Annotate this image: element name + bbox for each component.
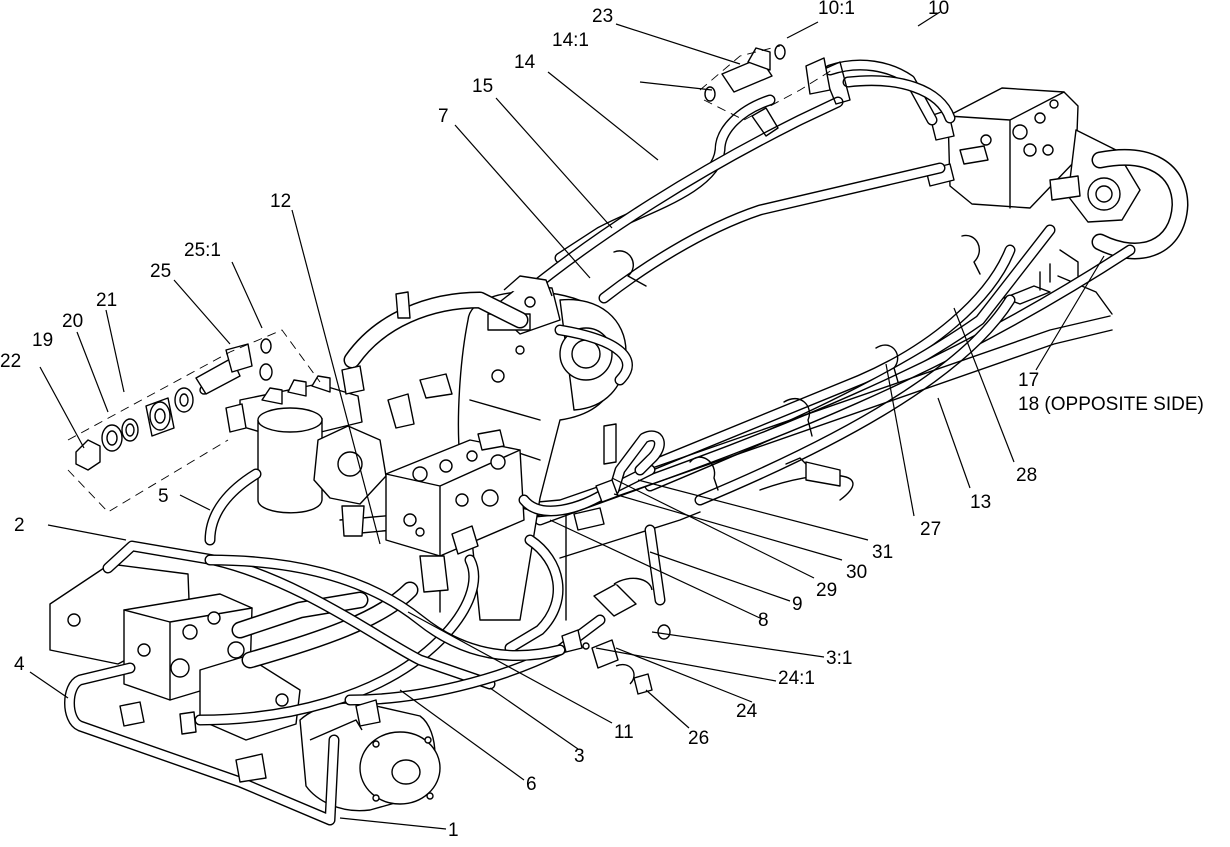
callout-11: 11 — [614, 722, 634, 743]
callout-13: 13 — [970, 492, 991, 513]
exploded-fittings-left — [75, 338, 273, 471]
callout-8: 8 — [758, 610, 769, 631]
callout-12: 12 — [270, 191, 291, 212]
callout-6: 6 — [526, 774, 537, 795]
callout-21: 21 — [96, 290, 117, 311]
callout-29: 29 — [816, 580, 837, 601]
callout-10-1: 10:1 — [818, 0, 855, 19]
callout-4: 4 — [14, 654, 25, 675]
callout-15: 15 — [472, 76, 493, 97]
callout-31: 31 — [872, 542, 893, 563]
callout-23: 23 — [592, 6, 613, 27]
tube-clamps — [613, 61, 981, 491]
callout-26: 26 — [688, 728, 709, 749]
filter-assembly — [225, 375, 387, 537]
callout-14: 14 — [514, 52, 536, 73]
callout-labels: 1 2 3 3:1 4 5 6 7 8 9 10 10:1 11 12 13 1… — [0, 0, 1204, 841]
callout-3-1: 3:1 — [826, 648, 852, 669]
callout-24: 24 — [736, 701, 758, 722]
left-valve-body — [49, 563, 301, 741]
callout-18: 18 (OPPOSITE SIDE) — [1018, 394, 1204, 415]
callout-2: 2 — [14, 515, 25, 536]
callout-5: 5 — [158, 486, 169, 507]
drain-fitting — [573, 423, 619, 531]
callout-3: 3 — [574, 746, 585, 767]
callout-7: 7 — [438, 106, 449, 127]
center-manifold — [385, 429, 525, 593]
leader-lines — [29, 11, 1105, 830]
callout-9: 9 — [792, 594, 803, 615]
filter-fittings — [341, 291, 453, 429]
exploded-fittings-top — [704, 44, 831, 102]
callout-17: 17 — [1018, 370, 1039, 391]
callout-25: 25 — [150, 261, 171, 282]
callout-24-1: 24:1 — [778, 668, 815, 689]
callout-10: 10 — [928, 0, 949, 19]
exploded-fittings-bottom — [561, 577, 671, 695]
callout-19: 19 — [32, 330, 53, 351]
callout-27: 27 — [920, 519, 941, 540]
callout-14-1: 14:1 — [552, 30, 589, 51]
callout-28: 28 — [1016, 465, 1037, 486]
lower-fittings — [119, 699, 381, 783]
callout-20: 20 — [62, 311, 83, 332]
callout-30: 30 — [846, 562, 867, 583]
callout-22: 22 — [0, 351, 21, 372]
rear-manifold-assembly — [925, 87, 1141, 223]
callout-1: 1 — [448, 820, 459, 841]
callout-25-1: 25:1 — [184, 240, 221, 261]
